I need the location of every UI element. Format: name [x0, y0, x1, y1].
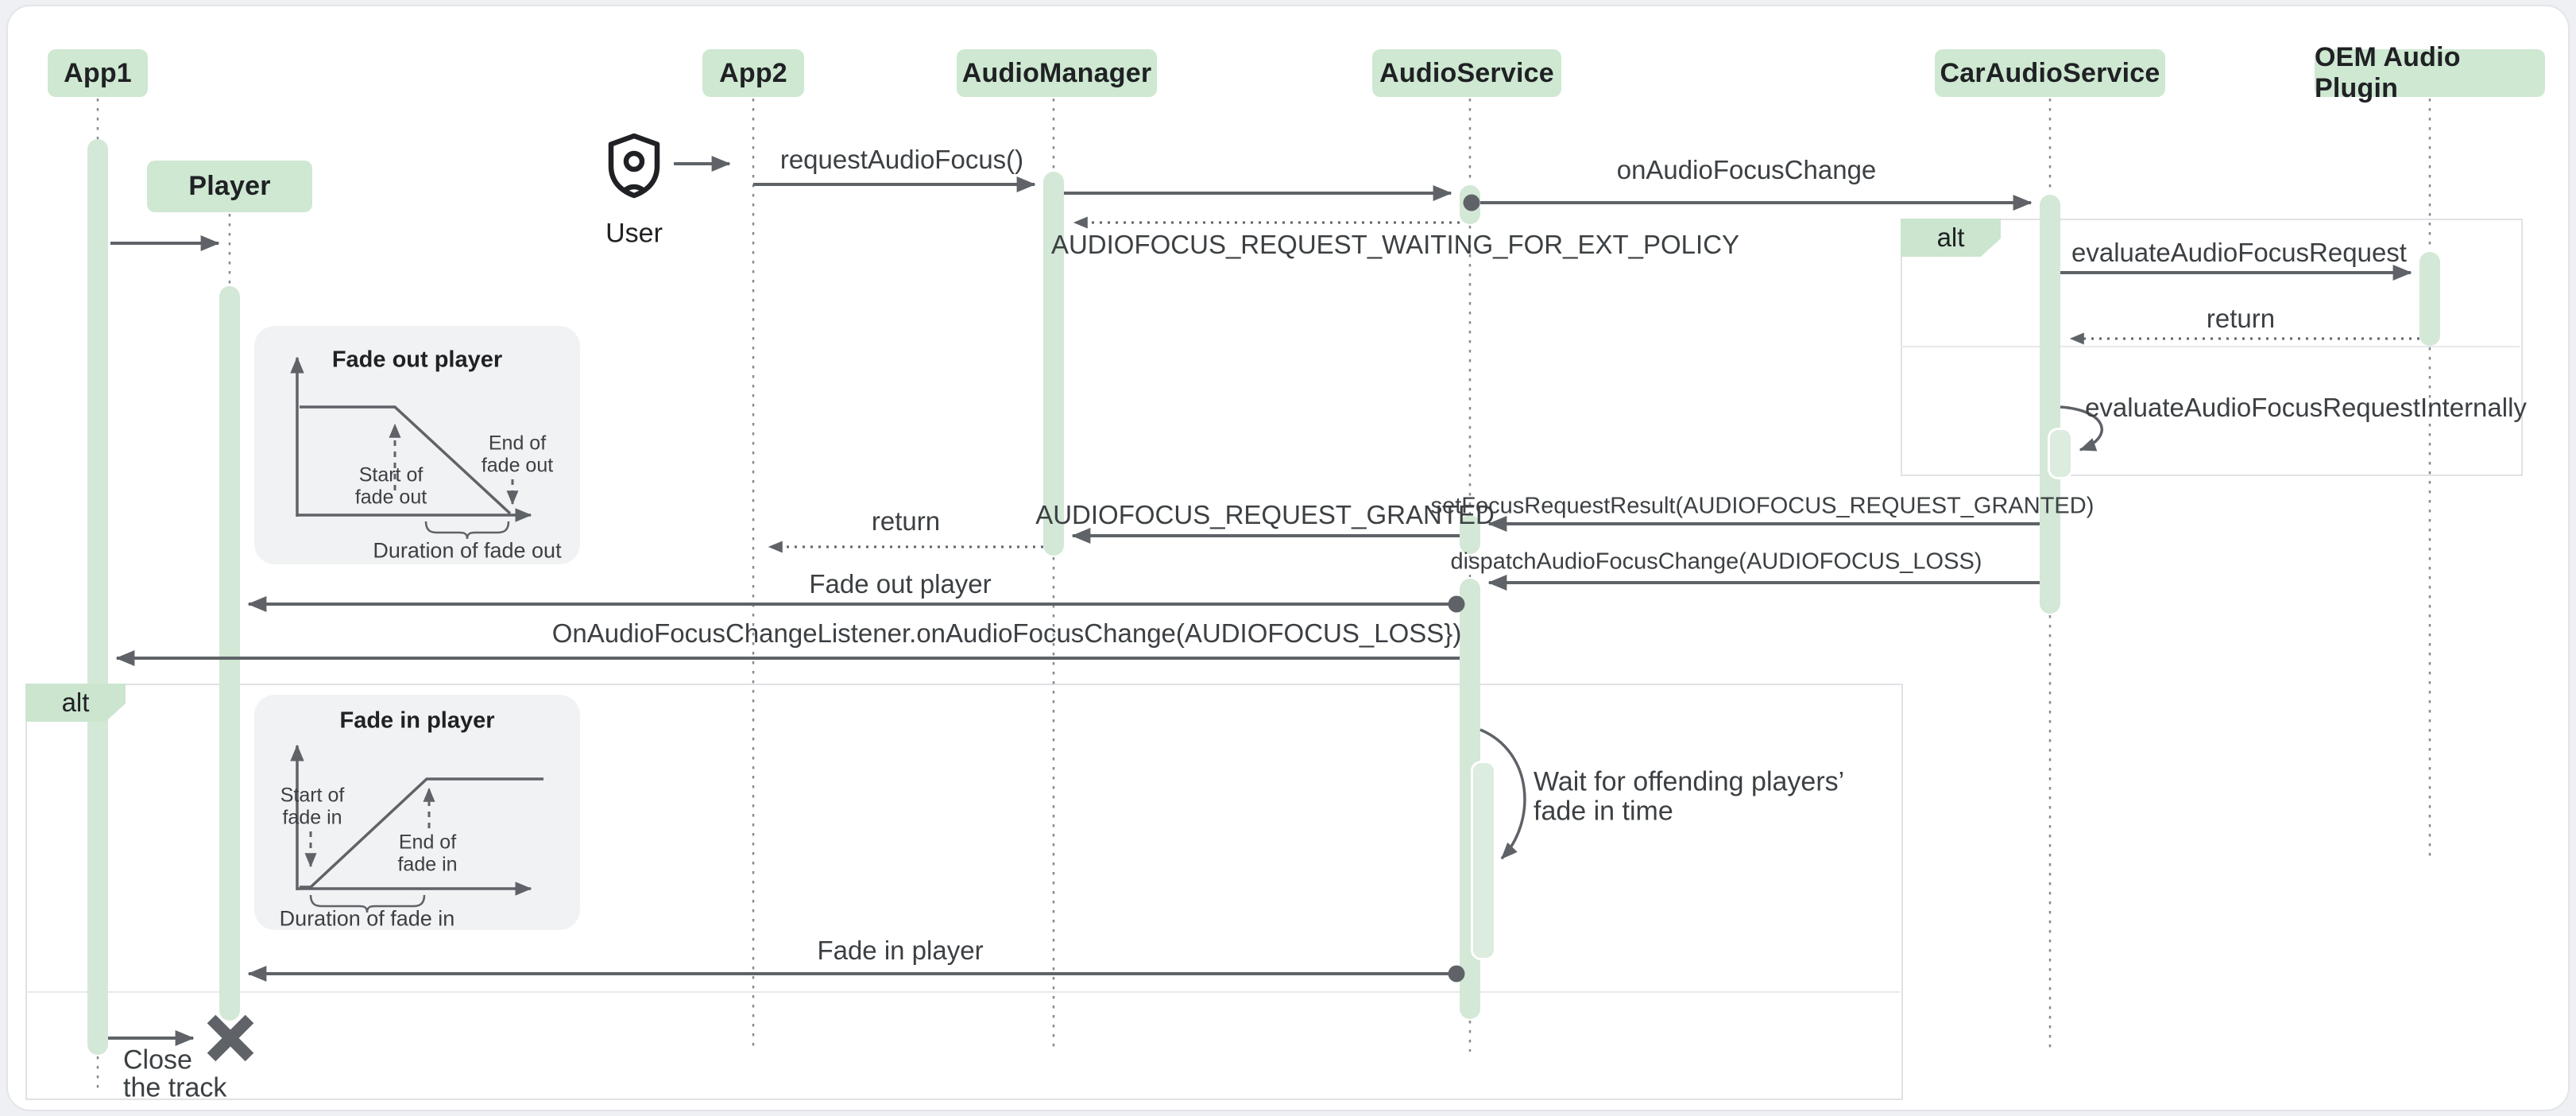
activation-app1	[87, 139, 108, 1055]
fade-out-end-l1: End of	[488, 432, 547, 455]
msg-wait-line1: Wait for offending players’	[1534, 766, 1845, 797]
msg-focus-change-listener: OnAudioFocusChangeListener.onAudioFocusC…	[551, 618, 1462, 648]
participant-player: Player	[147, 161, 312, 212]
msg-request-granted: AUDIOFOCUS_REQUEST_GRANTED	[1035, 500, 1495, 529]
msg-close-line2: the track	[123, 1072, 227, 1103]
activation-oem-audio-plugin	[2419, 252, 2440, 346]
dot-on-audio-focus-change	[1463, 194, 1480, 211]
participant-app2: App2	[702, 49, 804, 97]
msg-wait-line2: fade in time	[1534, 796, 1673, 827]
msg-return-to-app2: return	[871, 506, 941, 536]
fade-in-inset-graphic	[290, 744, 543, 913]
fade-in-end-l1: End of	[398, 831, 457, 854]
activation-player	[219, 286, 240, 1021]
msg-waiting-ext-policy: AUDIOFOCUS_REQUEST_WAITING_FOR_EXT_POLIC…	[1050, 230, 1740, 259]
participant-player-label: Player	[188, 171, 271, 201]
activation-car-audio-service-internal	[2048, 428, 2073, 479]
arrow-evaluate-internally-self	[2060, 405, 2103, 451]
msg-on-audio-focus-change: onAudioFocusChange	[1616, 155, 1877, 184]
msg-dispatch-focus-change: dispatchAudioFocusChange(AUDIOFOCUS_LOSS…	[1450, 548, 1982, 575]
activation-audio-manager	[1043, 172, 1064, 556]
user-icon	[608, 133, 660, 199]
activation-car-audio-service	[2040, 195, 2060, 614]
fade-out-inset-panel	[254, 326, 580, 564]
alt-right-label: alt	[1936, 223, 1965, 252]
msg-request-audio-focus: requestAudioFocus()	[779, 145, 1024, 174]
activation-audio-service-2	[1460, 515, 1480, 554]
fade-in-start-l1: Start of	[280, 784, 345, 807]
participant-audio-service: AudioService	[1372, 49, 1561, 97]
participant-audio-manager-label: AudioManager	[961, 57, 1152, 88]
fade-in-duration: Duration of fade in	[279, 906, 455, 931]
fade-out-title: Fade out player	[331, 347, 503, 373]
participant-car-audio-service: CarAudioService	[1935, 49, 2165, 97]
alt-left-label: alt	[61, 688, 90, 717]
participant-oem-audio-plugin-label: OEM Audio Plugin	[2315, 42, 2461, 103]
msg-fade-out-player: Fade out player	[809, 569, 992, 599]
fade-in-start-l2: fade in	[282, 806, 342, 829]
msg-evaluate-request: evaluateAudioFocusRequest	[2071, 238, 2407, 267]
dot-fade-out-source	[1448, 595, 1465, 613]
fade-out-start-l1: Start of	[358, 463, 424, 486]
participant-audio-service-label: AudioService	[1379, 57, 1554, 88]
msg-set-focus-result: setFocusRequestResult(AUDIOFOCUS_REQUEST…	[1430, 493, 2094, 519]
fade-out-inset-graphic	[290, 356, 532, 540]
arrow-wait-self-loop	[1479, 728, 1526, 860]
participant-audio-manager: AudioManager	[957, 49, 1157, 97]
participant-app2-label: App2	[719, 57, 787, 88]
fade-out-end-l2: fade out	[481, 454, 554, 477]
alt-fragment-right-divider	[1901, 346, 2520, 347]
participant-oem-audio-plugin: OEM Audio Plugin	[2315, 42, 2545, 103]
alt-fragment-right	[1901, 219, 2523, 476]
fade-out-start-l2: fade out	[354, 486, 427, 509]
participant-car-audio-service-label: CarAudioService	[1940, 57, 2160, 88]
alt-fragment-left	[25, 684, 1903, 1100]
msg-return-from-oem: return	[2206, 304, 2276, 333]
alt-right-tab: alt	[1901, 219, 2001, 257]
msg-fade-in-player: Fade in player	[817, 936, 984, 965]
fade-out-duration: Duration of fade out	[373, 538, 562, 563]
fade-in-end-l2: fade in	[397, 853, 458, 876]
alt-fragment-left-divider	[25, 991, 1900, 993]
msg-close-line1: Close	[123, 1044, 192, 1075]
alt-left-tab: alt	[25, 684, 126, 722]
participant-app1: App1	[48, 49, 148, 97]
fade-in-title: Fade in player	[339, 707, 495, 734]
dot-fade-in-source	[1448, 965, 1465, 982]
user-label: User	[605, 218, 663, 249]
destroy-x-icon	[207, 1014, 254, 1062]
msg-evaluate-internally: evaluateAudioFocusRequestInternally	[2085, 393, 2527, 422]
activation-audio-service-wait	[1471, 761, 1496, 960]
participant-app1-label: App1	[64, 57, 132, 88]
